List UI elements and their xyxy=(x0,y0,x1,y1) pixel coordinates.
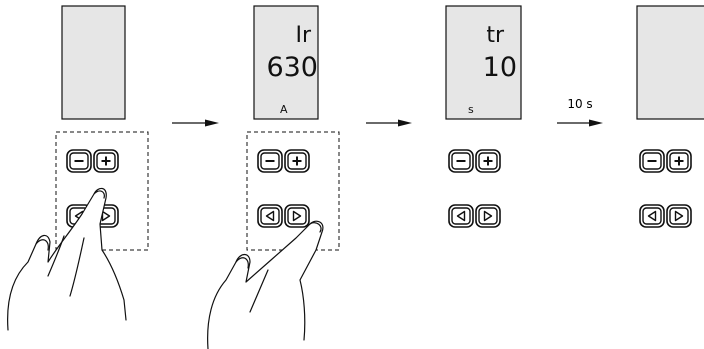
keypad xyxy=(258,150,309,227)
step-2-device: Ir 630 A xyxy=(207,5,340,349)
display-param: tr xyxy=(486,23,505,48)
step-1-device xyxy=(7,5,149,331)
display-screen xyxy=(445,5,522,120)
minus-plus-buttons[interactable] xyxy=(67,150,118,172)
minus-plus-buttons[interactable] xyxy=(258,150,309,172)
display-screen xyxy=(636,5,704,120)
arrow-1 xyxy=(172,119,219,127)
keypad xyxy=(449,150,500,227)
arrow-2 xyxy=(366,119,412,127)
left-right-buttons[interactable] xyxy=(258,205,309,227)
left-right-buttons[interactable] xyxy=(449,205,500,227)
step-3-device: tr 10 s xyxy=(445,5,522,227)
hand-icon xyxy=(207,220,324,349)
hand-icon xyxy=(7,187,127,331)
step-4-device xyxy=(636,5,704,227)
display-value: 10 xyxy=(483,52,517,83)
display-param: Ir xyxy=(295,23,311,48)
arrow-3: 10 s xyxy=(557,97,603,127)
keypad xyxy=(640,150,691,227)
minus-plus-buttons[interactable] xyxy=(449,150,500,172)
display-unit: A xyxy=(280,103,288,116)
left-right-buttons[interactable] xyxy=(640,205,691,227)
arrow-label: 10 s xyxy=(567,97,592,111)
display-value: 630 xyxy=(266,52,318,83)
display-screen xyxy=(253,5,319,120)
display-unit: s xyxy=(468,103,474,116)
display-screen xyxy=(61,5,126,120)
minus-plus-buttons[interactable] xyxy=(640,150,691,172)
